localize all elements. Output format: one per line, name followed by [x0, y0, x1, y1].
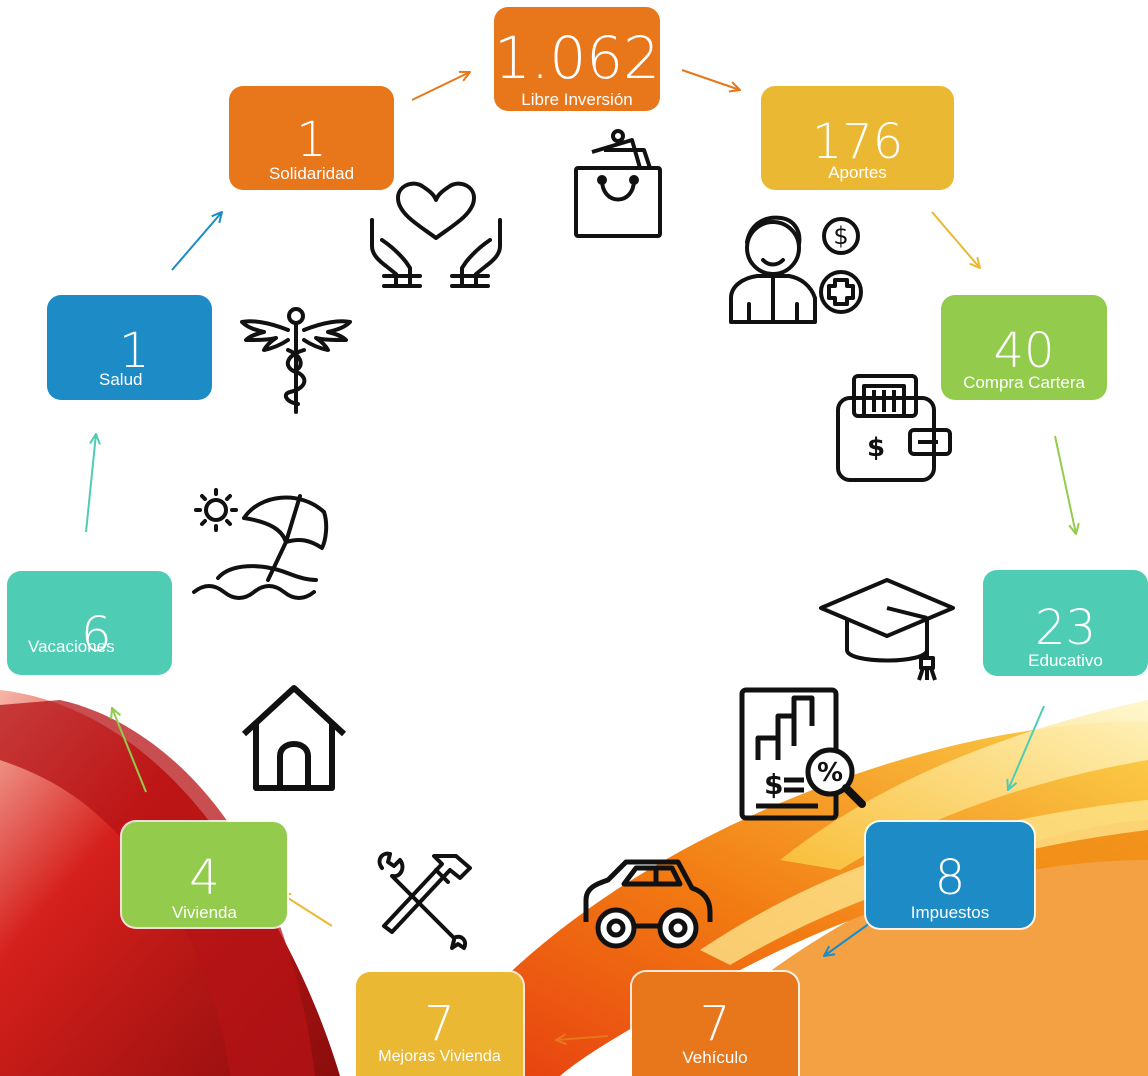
house-icon: [238, 682, 350, 792]
beach-icon: [190, 484, 332, 602]
card-libre-inversion: 1.062 Libre Inversión: [494, 7, 660, 111]
car-icon: [580, 856, 714, 956]
card-label: Solidaridad: [268, 164, 355, 183]
shopping-bag-icon: [570, 128, 666, 240]
card-label: Aportes: [828, 163, 887, 182]
card-educativo: 23 Educativo: [983, 570, 1148, 676]
card-value: 176: [811, 114, 904, 170]
card-label: Libre Inversión: [521, 90, 633, 109]
arrow-vehiculo-to-mejoras: [556, 1036, 609, 1040]
card-label: Compra Cartera: [963, 373, 1085, 392]
tools-icon: [372, 848, 478, 952]
svg-text:$: $: [764, 768, 783, 801]
arrow-libre-to-aportes: [681, 69, 740, 90]
card-value: 40: [993, 323, 1055, 379]
arrow-educativo-to-impuestos: [1008, 705, 1045, 790]
arrow-mejoras-to-vivienda: [280, 893, 333, 927]
graduation-cap-icon: [817, 572, 957, 682]
arrow-salud-to-solidaridad: [171, 212, 222, 271]
arrow-solidaridad-to-libre: [411, 72, 470, 101]
card-impuestos: 8 Impuestos: [866, 822, 1034, 928]
card-value: 1: [119, 323, 150, 379]
card-value: 1: [296, 112, 327, 168]
svg-text:%: %: [817, 758, 843, 788]
card-value: 7: [424, 996, 455, 1052]
card-value: 6: [81, 607, 112, 663]
card-label: Mejoras Vivienda: [378, 1048, 501, 1065]
card-label: Impuestos: [910, 903, 990, 922]
card-value: 1.062: [494, 24, 661, 92]
arrow-aportes-to-compra: [931, 211, 980, 268]
card-vivienda: 4 Vivienda: [122, 822, 287, 927]
card-vacaciones: 6 Vacaciones: [7, 571, 172, 675]
card-mejoras-vivienda: 7 Mejoras Vivienda: [356, 972, 523, 1076]
arrow-vacaciones-to-salud: [85, 434, 96, 533]
arrow-vivienda-to-vacaciones: [112, 708, 147, 793]
card-compra-cartera: 40 Compra Cartera: [941, 295, 1107, 400]
svg-text:$: $: [833, 222, 848, 250]
card-value: 4: [189, 850, 220, 906]
heart-hands-icon: [368, 180, 504, 292]
card-salud: 1 Salud: [47, 295, 212, 400]
card-aportes: 176 Aportes: [761, 86, 954, 190]
person-money-icon: $: [725, 206, 871, 326]
arrow-compra-to-educativo: [1054, 435, 1076, 534]
svg-text:$: $: [867, 433, 885, 463]
card-label: Educativo: [1028, 651, 1103, 670]
caduceus-icon: [238, 306, 354, 416]
card-vehiculo: 7 Vehículo: [632, 972, 798, 1076]
card-value: 7: [699, 996, 731, 1052]
tax-report-icon: $ %: [738, 686, 866, 826]
card-value: 23: [1034, 600, 1097, 656]
card-solidaridad: 1 Solidaridad: [229, 86, 394, 190]
card-value: 8: [934, 850, 966, 906]
card-label: Vivienda: [172, 903, 237, 922]
arrow-impuestos-to-vehiculo: [824, 917, 878, 956]
wallet-icon: $: [834, 372, 954, 484]
card-label: Vacaciones: [28, 637, 115, 656]
card-label: Vehículo: [682, 1048, 748, 1067]
card-label: Salud: [99, 370, 143, 389]
